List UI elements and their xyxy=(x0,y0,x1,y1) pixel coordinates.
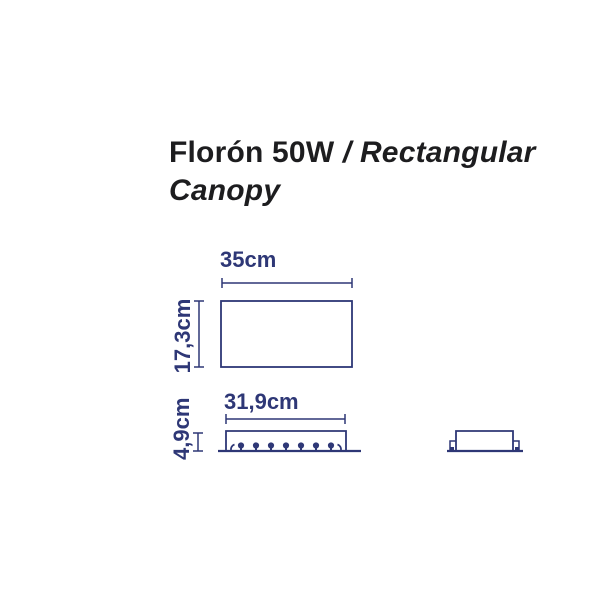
front-profile-right-hook xyxy=(337,443,342,451)
front-profile-outline xyxy=(225,430,347,451)
dimension-label-width-canopy: 31,9cm xyxy=(224,389,299,414)
page-title: Florón 50W / Rectangular Canopy xyxy=(169,134,569,210)
side-profile-outline xyxy=(455,430,514,451)
fixing-dot-stem xyxy=(285,447,287,451)
fixing-dot-stem xyxy=(330,447,332,451)
fixing-dot xyxy=(267,442,275,449)
fixing-dot xyxy=(237,442,245,449)
canopy-top-view-outline xyxy=(220,300,353,368)
product-variant-line2: Canopy xyxy=(169,174,281,207)
fixing-dot xyxy=(252,442,260,449)
dimension-line-17-3cm xyxy=(194,300,204,368)
dimension-line-35cm xyxy=(221,278,353,288)
fixing-dot xyxy=(297,442,305,449)
canopy-front-profile xyxy=(218,430,361,453)
dimension-line-4-9cm xyxy=(193,432,203,452)
canopy-side-profile xyxy=(447,430,523,453)
dimension-line-31-9cm xyxy=(225,414,346,424)
fixing-dot xyxy=(282,442,290,449)
fixing-dot xyxy=(327,442,335,449)
fixing-dot-stem xyxy=(270,447,272,451)
fixing-dot-stem xyxy=(300,447,302,451)
side-profile-left-foot-pad xyxy=(450,447,454,451)
front-profile-left-hook xyxy=(230,443,235,451)
product-variant-line1: / Rectangular xyxy=(342,136,536,169)
fixing-dot xyxy=(312,442,320,449)
fixing-dots xyxy=(237,442,335,451)
fixing-dot-stem xyxy=(240,447,242,451)
product-name: Florón 50W xyxy=(169,136,343,169)
fixing-dot-stem xyxy=(255,447,257,451)
side-profile-right-foot-pad xyxy=(515,447,519,451)
dimension-label-width-top-view: 35cm xyxy=(220,247,277,272)
fixing-dot-stem xyxy=(315,447,317,451)
